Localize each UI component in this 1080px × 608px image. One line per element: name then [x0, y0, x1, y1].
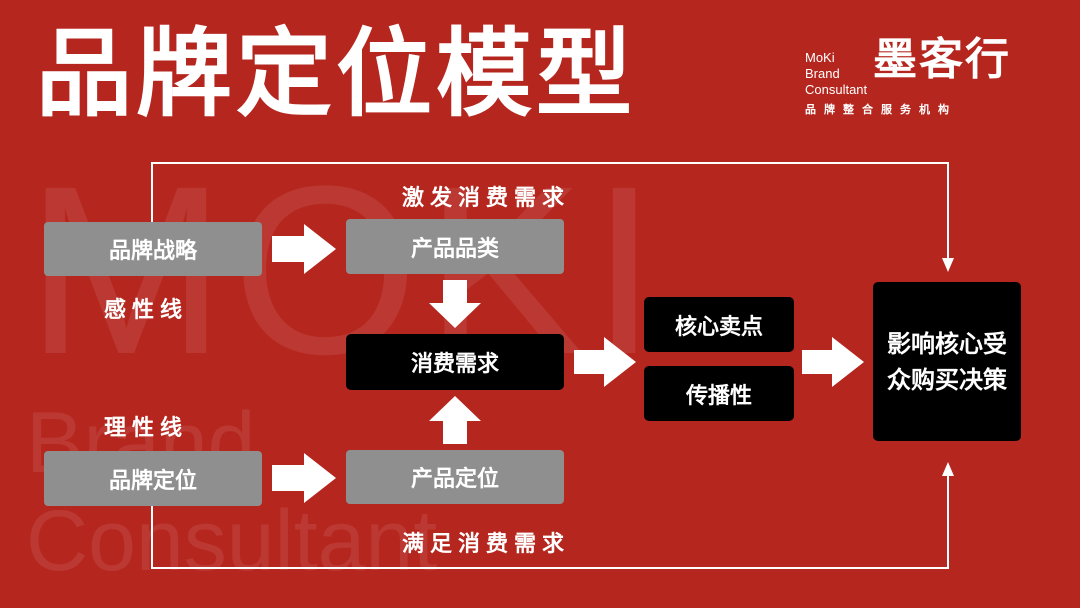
logo-en-line3: Consultant: [805, 82, 868, 97]
logo-english: MoKi Brand Consultant: [805, 50, 867, 98]
page-title: 品牌定位模型: [36, 18, 636, 130]
arrow-product-to-demand: [429, 396, 481, 444]
label-satisfy-demand: 满足消费需求: [402, 532, 571, 557]
node-brand-positioning: 品牌定位: [44, 451, 262, 506]
logo-en-line1: MoKi: [805, 50, 835, 65]
arrow-demand-to-sellingpoints: [574, 337, 636, 387]
bottom-loop-arrowhead: [942, 462, 954, 476]
logo-en-line2: Brand: [805, 66, 840, 81]
arrow-sellingpoints-to-result: [802, 337, 864, 387]
top-loop-arrowhead: [942, 258, 954, 272]
node-spreadability: 传播性: [644, 366, 794, 421]
watermark-consultant: Consultant: [26, 493, 438, 589]
logo-tagline: 品牌整合服务机构: [805, 103, 957, 116]
logo-chinese-name: 墨客行: [873, 34, 1011, 85]
node-purchase-decision: 影响核心受众购买决策: [873, 282, 1021, 441]
node-brand-strategy: 品牌战略: [44, 222, 262, 276]
bottom-loop-line: [151, 474, 949, 569]
arrow-strategy-to-category: [272, 224, 336, 274]
arrow-positioning-to-product: [272, 453, 336, 503]
node-core-selling-point: 核心卖点: [644, 297, 794, 352]
node-product-category: 产品品类: [346, 219, 564, 274]
label-rational-line: 理性线: [104, 416, 189, 441]
top-loop-line: [151, 162, 949, 262]
label-emotional-line: 感性线: [104, 298, 189, 323]
arrow-category-to-demand: [429, 280, 481, 328]
node-consumer-demand: 消费需求: [346, 334, 564, 390]
label-stimulate-demand: 激发消费需求: [402, 186, 571, 211]
node-product-positioning: 产品定位: [346, 450, 564, 504]
